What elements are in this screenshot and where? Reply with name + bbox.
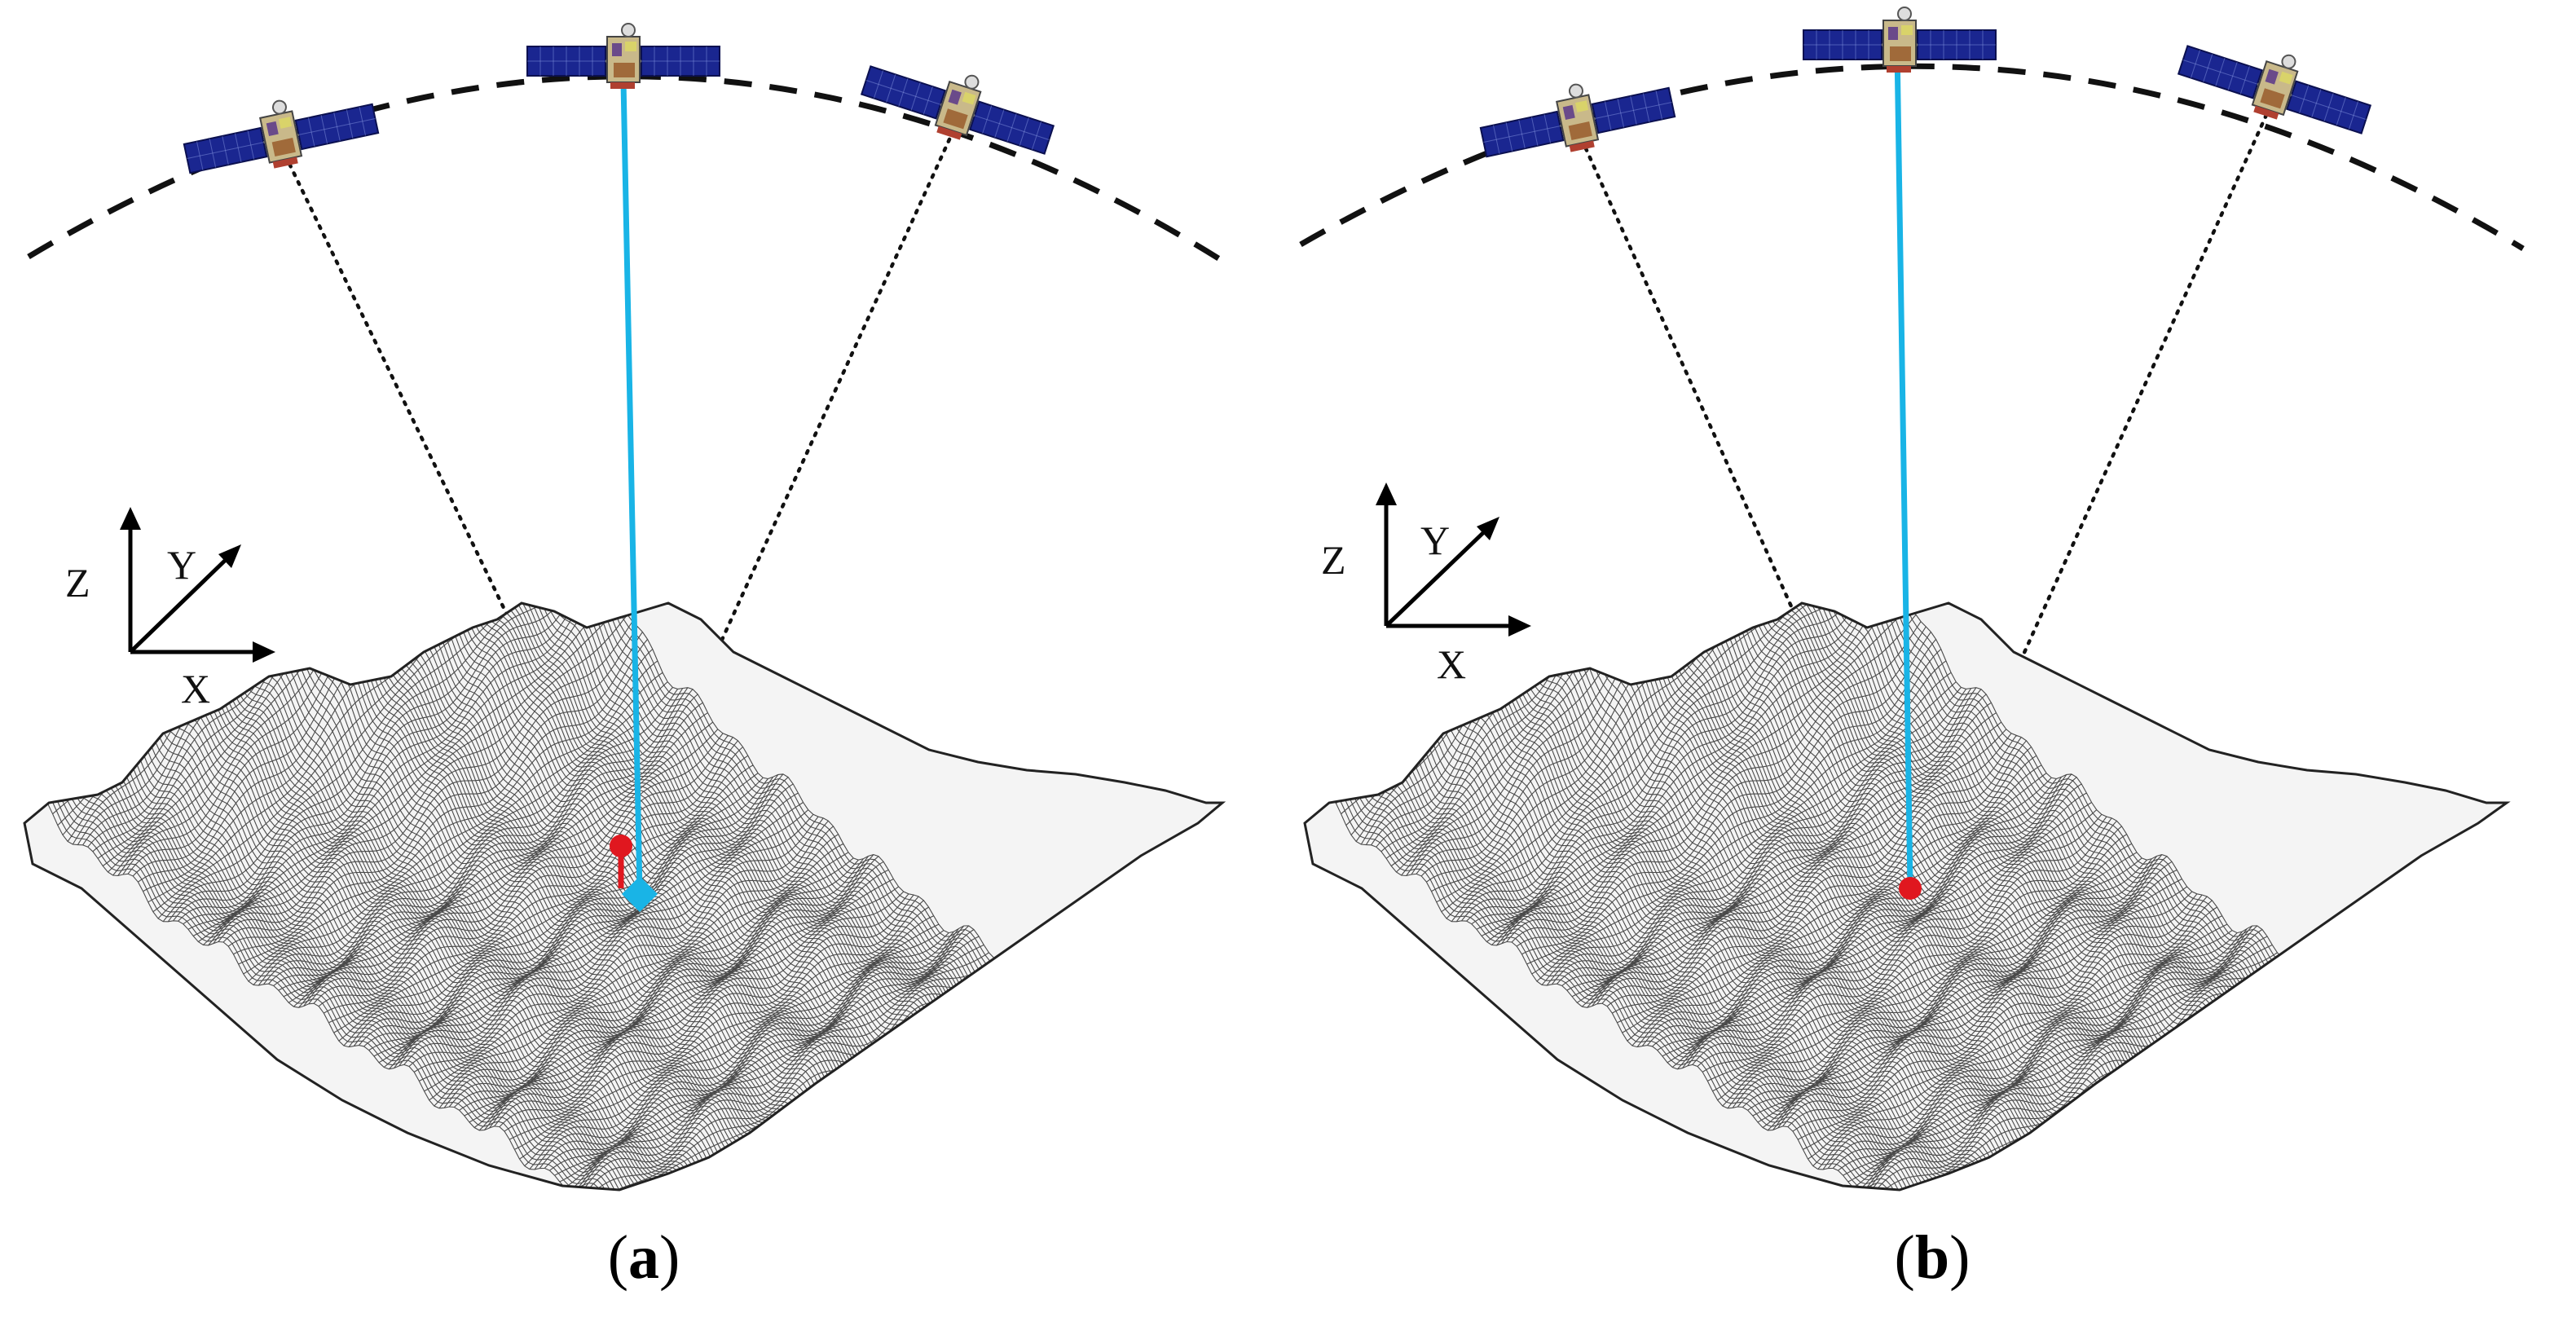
axis-label-x: X [181,666,211,711]
terrain-mesh [24,603,1222,1190]
red-point-marker [610,835,632,857]
panel-b-caption: (b) [1894,1223,1971,1292]
satellite-icon [1479,83,1676,158]
terrain-outline [23,601,1226,1192]
solar-panel [183,126,268,174]
satellite-icon [860,65,1055,155]
panel-b-scene [1299,7,2525,1192]
satellite-left [183,99,380,174]
satellite-left [1479,83,1676,158]
red-point-marker [1899,877,1922,900]
solar-panel [294,103,380,151]
solar-panel [2177,45,2263,99]
solar-panel [1479,110,1565,158]
axes-glyph [1376,482,1531,637]
satellite-center [526,23,720,89]
solar-panel [1591,86,1676,134]
panel-a-scene [23,23,1226,1192]
axis-label-y: Y [167,542,197,588]
nadir-sight-line [620,81,643,893]
satellite-right [2177,45,2372,134]
satellite-icon [2177,45,2372,134]
satellite-icon [526,23,720,89]
panel-a-caption: (a) [607,1223,680,1292]
terrain-outline [1303,601,2511,1192]
axis-label-z: Z [65,560,90,606]
satellite-center [1803,7,1997,73]
solar-panel [1917,29,1997,60]
axis-label-z: Z [1321,537,1346,583]
nadir-sight-line [1894,48,1913,888]
solar-panel [526,46,606,77]
satellite-icon [1803,7,1997,73]
solar-panel [641,46,720,77]
cyan-diamond-marker [622,876,658,912]
solar-panel [2286,80,2372,134]
axis-label-x: X [1437,641,1467,687]
axis-label-y: Y [1420,518,1451,563]
orbit-arc [1299,63,2525,251]
panel-a: Z Y X (a) [23,23,1226,1292]
satellite-icon [183,99,380,174]
terrain-mesh [1305,603,2507,1190]
panel-b: Z Y X (b) [1288,0,2576,1326]
axes-glyph [120,507,275,663]
satellite-right [860,65,1055,155]
